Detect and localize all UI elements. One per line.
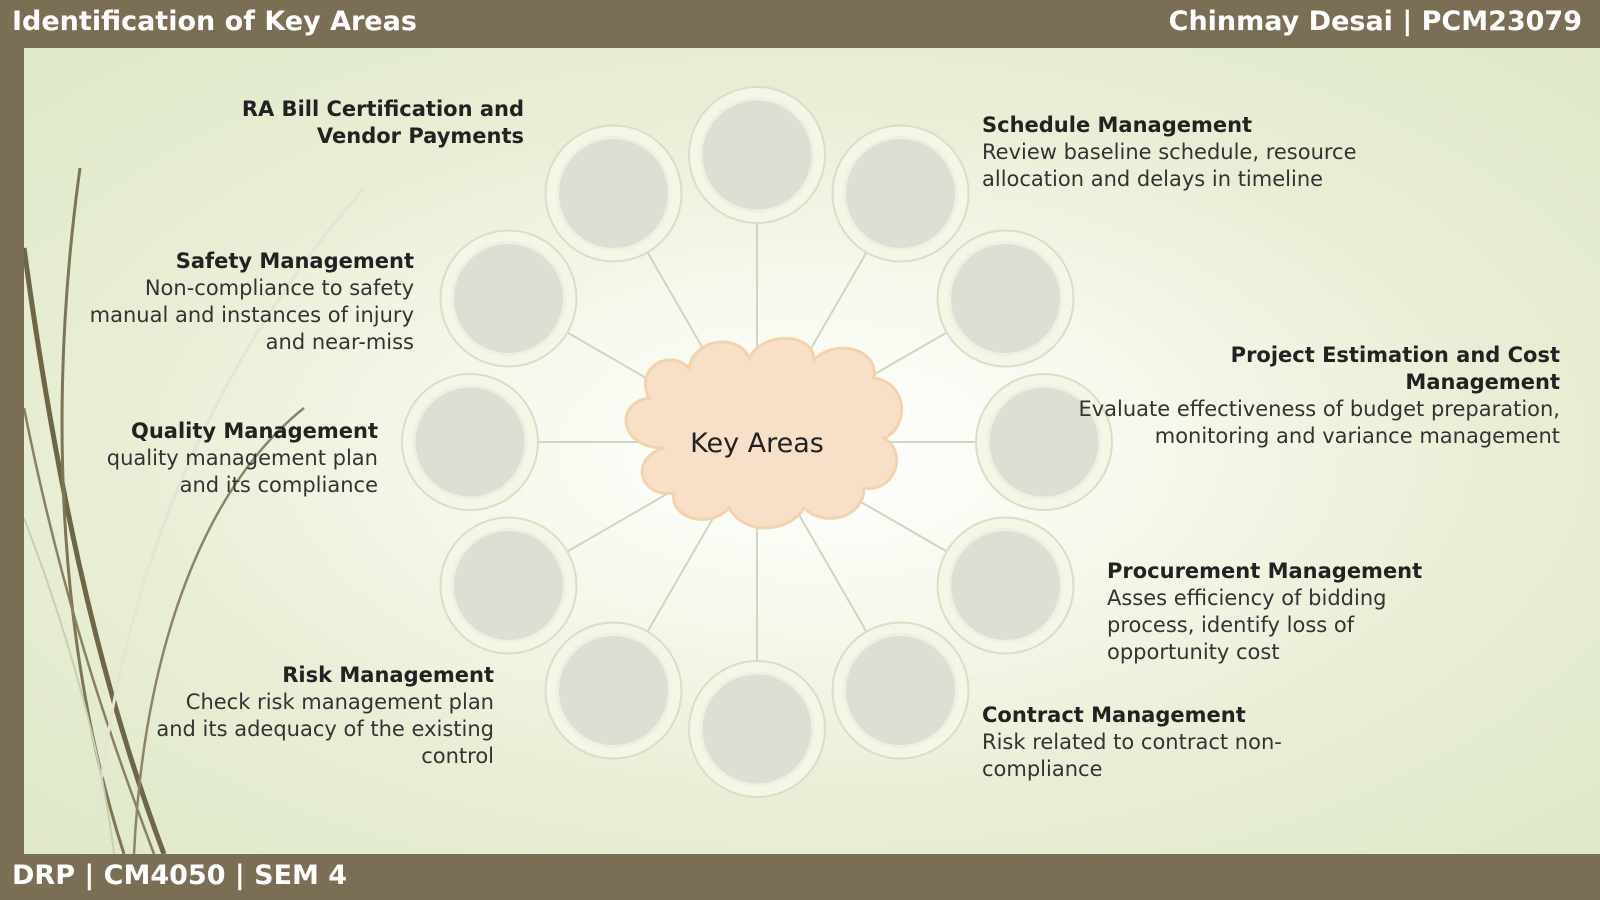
circle-inner	[412, 384, 528, 500]
area-circle-2	[831, 124, 970, 263]
area-circle-10	[401, 373, 539, 511]
area-circle-5	[936, 516, 1075, 655]
circle-inner	[699, 97, 815, 213]
area-circle-4	[975, 373, 1113, 511]
area-label-procurement: Procurement Management Asses efficiency …	[1107, 558, 1427, 666]
area-title: Risk Management	[282, 663, 494, 687]
circle-inner	[556, 633, 671, 749]
area-label-schedule: Schedule Management Review baseline sche…	[982, 112, 1402, 193]
area-title: Safety Management	[175, 249, 414, 273]
area-label-risk: Risk Management Check risk management pl…	[154, 662, 494, 770]
circle-inner	[699, 671, 815, 787]
area-description: Asses efficiency of bidding process, ide…	[1107, 586, 1387, 664]
area-description: Review baseline schedule, resource alloc…	[982, 140, 1357, 191]
area-title: Quality Management	[131, 419, 378, 443]
author-id: Chinmay Desai | PCM23079	[1168, 6, 1582, 37]
key-areas-cloud: Key Areas	[624, 336, 904, 530]
area-circle-8	[544, 621, 683, 760]
title-bar: Identification of Key Areas Chinmay Desa…	[0, 0, 1600, 48]
area-label-quality: Quality Management quality management pl…	[78, 418, 378, 499]
circle-inner	[450, 241, 566, 356]
area-description: Risk related to contract non-compliance	[982, 730, 1282, 781]
area-description: Check risk management plan and its adequ…	[156, 690, 494, 768]
area-circle-11	[439, 229, 578, 368]
area-circle-9	[439, 516, 578, 655]
area-title: Contract Management	[982, 703, 1246, 727]
area-label-cost: Project Estimation and Cost Management E…	[1074, 342, 1560, 450]
circle-inner	[948, 241, 1064, 356]
slide-content: Key Areas Schedule Management Review bas…	[24, 48, 1600, 854]
cloud-shape	[624, 336, 904, 530]
area-title: Schedule Management	[982, 113, 1253, 137]
slide-title: Identification of Key Areas	[12, 6, 417, 37]
footer-bar: DRP | CM4050 | SEM 4	[0, 854, 1600, 900]
area-title: Procurement Management	[1107, 559, 1423, 583]
key-areas-diagram: Key Areas	[24, 86, 1113, 854]
area-circle-7	[688, 660, 826, 798]
area-title: RA Bill Certification and Vendor Payment…	[241, 97, 524, 148]
circle-inner	[843, 633, 958, 749]
decorative-grass	[24, 167, 366, 854]
footer-text: DRP | CM4050 | SEM 4	[12, 860, 348, 891]
center-label: Key Areas	[690, 428, 824, 459]
circle-inner	[556, 135, 671, 251]
area-label-ra-bill: RA Bill Certification and Vendor Payment…	[164, 96, 524, 150]
area-description: quality management plan and its complian…	[106, 446, 378, 497]
area-title: Project Estimation and Cost Management	[1230, 343, 1560, 394]
area-circle-3	[936, 229, 1075, 368]
area-label-contract: Contract Management Risk related to cont…	[982, 702, 1312, 783]
area-description: Non-compliance to safety manual and inst…	[89, 276, 414, 354]
area-circle-12	[544, 124, 683, 263]
circle-inner	[986, 384, 1102, 500]
area-nodes	[401, 86, 1113, 798]
circle-inner	[843, 135, 958, 251]
circle-inner	[948, 528, 1064, 643]
area-description: Evaluate effectiveness of budget prepara…	[1078, 397, 1560, 448]
circle-inner	[450, 528, 566, 643]
area-circle-1	[688, 86, 826, 224]
area-circle-6	[831, 621, 970, 760]
area-label-safety: Safety Management Non-compliance to safe…	[64, 248, 414, 356]
